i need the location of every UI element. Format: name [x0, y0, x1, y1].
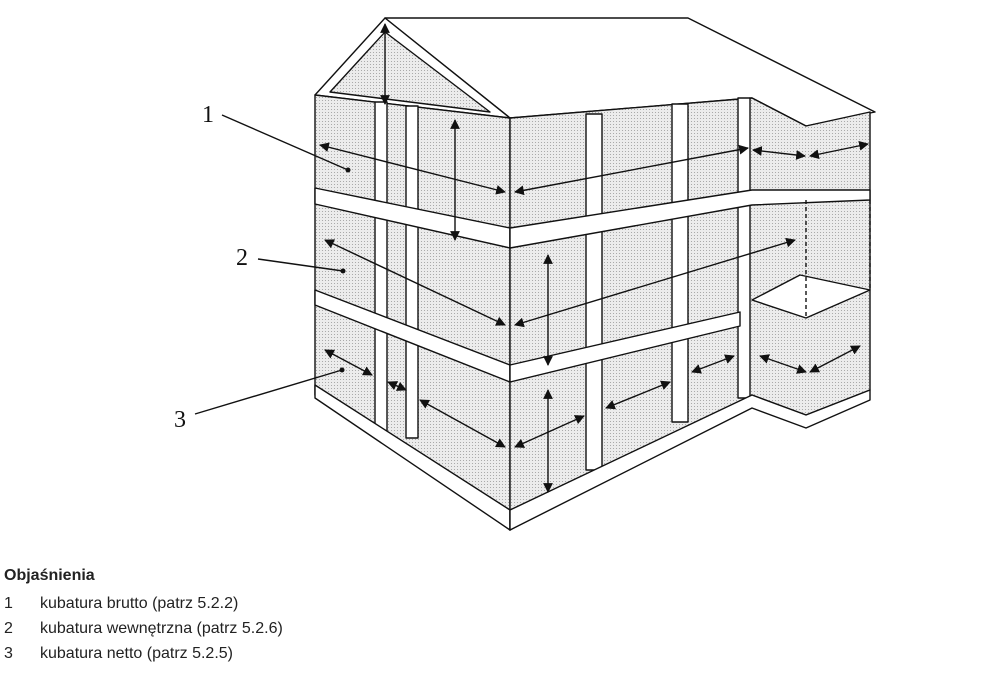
right-facade — [509, 97, 871, 531]
roof — [314, 17, 876, 127]
legend-item: 2 kubatura wewnętrzna (patrz 5.2.6) — [4, 616, 283, 641]
leader-lines — [194, 114, 349, 415]
legend-item-number: 2 — [4, 620, 13, 637]
callout-1: 1 — [202, 102, 214, 128]
legend-item-text: kubatura netto (patrz 5.2.5) — [40, 645, 233, 662]
legend-item-number: 3 — [4, 645, 13, 662]
legend-item: 3 kubatura netto (patrz 5.2.5) — [4, 641, 283, 666]
legend-item-text: kubatura wewnętrzna (patrz 5.2.6) — [40, 620, 283, 637]
reference-points — [339, 167, 351, 373]
dimension-arrows — [319, 23, 869, 493]
legend: Objaśnienia 1 kubatura brutto (patrz 5.2… — [4, 567, 283, 666]
legend-item: 1 kubatura brutto (patrz 5.2.2) — [4, 591, 283, 616]
legend-item-text: kubatura brutto (patrz 5.2.2) — [40, 595, 239, 612]
left-facade — [314, 94, 511, 531]
legend-title: Objaśnienia — [4, 567, 95, 584]
building-volume-diagram: 1 2 3 — [174, 17, 876, 531]
legend-item-number: 1 — [4, 595, 13, 612]
callout-3: 3 — [174, 407, 186, 433]
callout-2: 2 — [236, 245, 248, 271]
